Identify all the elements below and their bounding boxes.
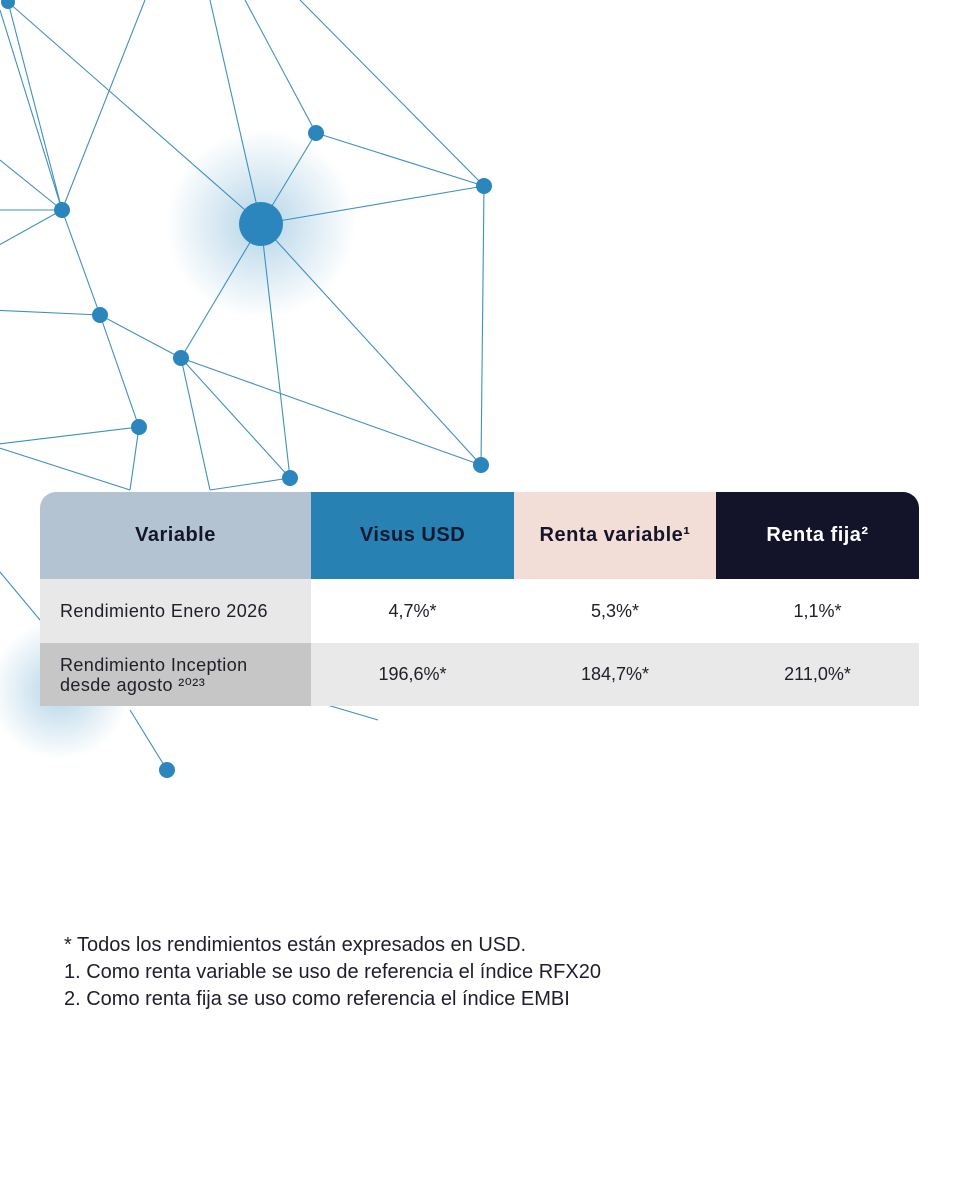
- renta-variable-value: 5,3%*: [514, 579, 716, 643]
- visus-usd-value: 196,6%*: [311, 643, 514, 706]
- network-edge: [260, 185, 485, 225]
- network-edge: [209, 477, 291, 491]
- network-edge: [61, 209, 101, 316]
- network-edge: [0, 159, 63, 211]
- footnote: * Todos los rendimientos están expresado…: [64, 934, 527, 956]
- footnote: 2. Como renta fija se uso como referenci…: [64, 988, 570, 1010]
- header-renta-variable: Renta variable¹: [514, 492, 716, 579]
- network-edge: [0, 9, 63, 211]
- network-edge: [61, 0, 146, 211]
- network-edge: [7, 1, 262, 225]
- network-edge: [260, 223, 291, 479]
- network-edge: [99, 314, 140, 428]
- network-node: [1, 0, 15, 9]
- network-edge: [0, 426, 140, 445]
- renta-variable-value: 184,7%*: [514, 643, 716, 706]
- performance-table: Variable Visus USD Renta variable¹ Renta…: [40, 492, 919, 706]
- table-row: Rendimiento Enero 2026 4,7%* 5,3%* 1,1%*: [40, 579, 919, 643]
- renta-fija-value: 1,1%*: [716, 579, 919, 643]
- network-edge: [129, 709, 168, 771]
- row-label: Rendimiento Enero 2026: [40, 579, 311, 643]
- network-edge: [209, 0, 262, 225]
- header-renta-fija: Renta fija²: [716, 492, 919, 579]
- network-node: [308, 125, 324, 141]
- visus-usd-value: 4,7%*: [311, 579, 514, 643]
- row-label-line2: desde agosto ²⁰²³: [60, 674, 206, 695]
- network-edge: [7, 1, 63, 211]
- network-edge: [180, 357, 482, 466]
- network-edge: [0, 571, 41, 621]
- network-edge: [299, 0, 485, 187]
- footnotes: * Todos los rendimientos están expresado…: [64, 932, 601, 1013]
- row-label-line1: Rendimiento Inception: [60, 654, 248, 675]
- network-node: [239, 202, 283, 246]
- network-node: [473, 457, 489, 473]
- network-node: [159, 762, 175, 778]
- network-node: [476, 178, 492, 194]
- network-edge: [315, 132, 485, 187]
- network-edge: [0, 309, 101, 316]
- network-node: [54, 202, 70, 218]
- network-edge: [0, 447, 131, 491]
- network-edge: [180, 223, 262, 359]
- table-row: Rendimiento Inception desde agosto ²⁰²³ …: [40, 643, 919, 706]
- network-node: [131, 419, 147, 435]
- network-edge: [99, 314, 182, 359]
- network-edge: [244, 0, 317, 134]
- network-edge: [180, 357, 291, 479]
- network-edge: [480, 185, 485, 466]
- network-node: [173, 350, 189, 366]
- network-edge: [129, 426, 140, 491]
- header-variable: Variable: [40, 492, 311, 579]
- row-label: Rendimiento Inception desde agosto ²⁰²³: [40, 643, 311, 706]
- network-edge: [260, 223, 482, 466]
- network-edge: [0, 209, 63, 246]
- network-node: [282, 470, 298, 486]
- network-edge: [180, 357, 211, 491]
- renta-fija-value: 211,0%*: [716, 643, 919, 706]
- table-header-row: Variable Visus USD Renta variable¹ Renta…: [40, 492, 919, 579]
- header-visus-usd: Visus USD: [311, 492, 514, 579]
- footnote: 1. Como renta variable se uso de referen…: [64, 961, 601, 983]
- network-node: [92, 307, 108, 323]
